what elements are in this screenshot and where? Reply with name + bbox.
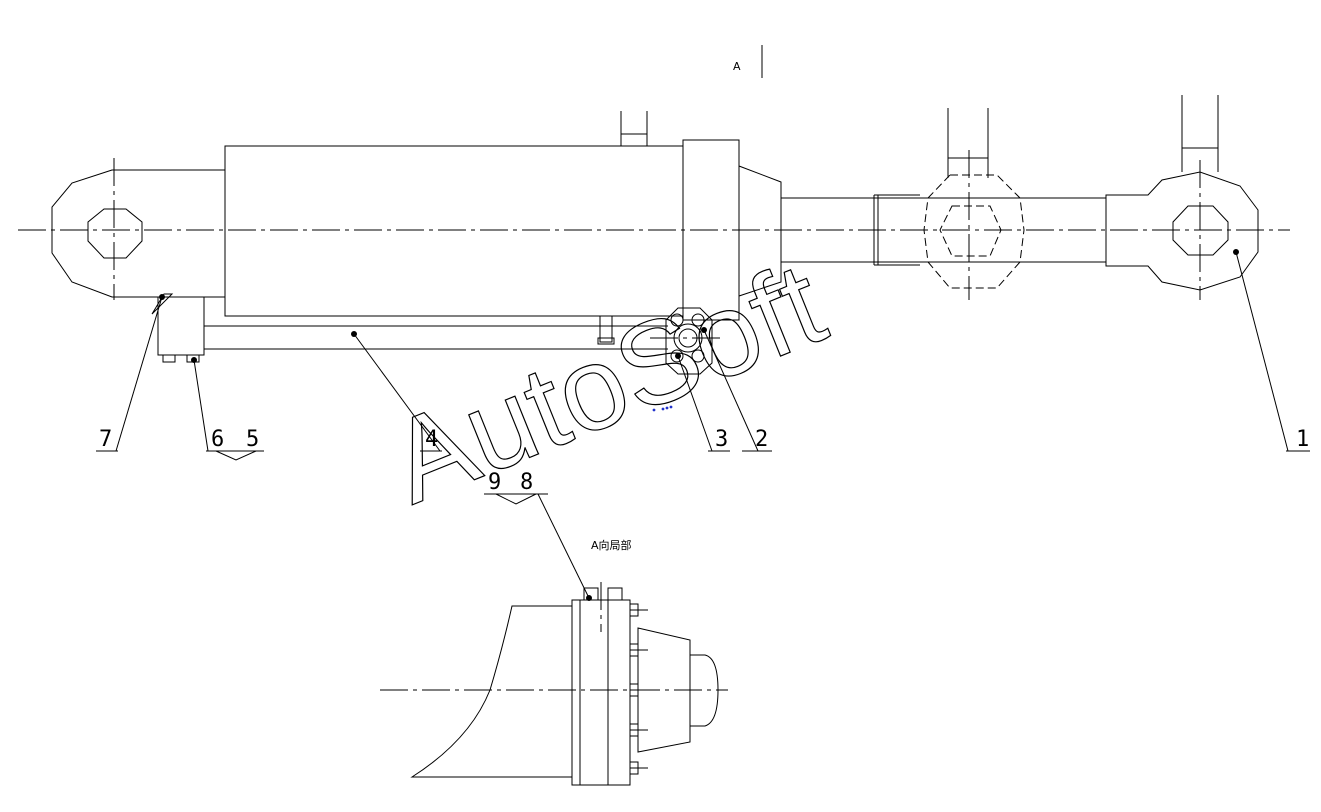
left-clevis-eye	[51, 158, 226, 300]
watermark: AutoSoft	[372, 237, 842, 530]
callout-8: 8	[520, 470, 533, 495]
middle-link	[873, 150, 1025, 300]
callout-4: 4	[425, 427, 438, 452]
watermark-text: AutoSoft	[372, 237, 841, 529]
callout-7: 7	[99, 427, 112, 452]
callout-9: 9	[488, 470, 501, 495]
middle-upper-link	[947, 108, 989, 178]
callout-5: 5	[246, 427, 259, 452]
section-marker-label: A	[733, 60, 741, 73]
right-upper-link	[1181, 95, 1219, 172]
callout-2: 2	[755, 427, 768, 452]
right-rod-eye	[1105, 160, 1259, 300]
leaders	[96, 249, 1310, 601]
top-port	[620, 111, 648, 146]
callout-3: 3	[715, 427, 728, 452]
pipe-assembly	[151, 293, 668, 363]
pipe-flange	[650, 307, 725, 375]
cylinder-barrel	[224, 145, 684, 317]
piston-rod	[781, 197, 1106, 263]
callout-1: 1	[1296, 427, 1309, 452]
detail-view	[380, 582, 728, 786]
gland-nose	[738, 165, 782, 297]
section-marker: A	[733, 45, 763, 78]
callout-6: 6	[211, 427, 224, 452]
detail-view-title: A向局部	[591, 538, 632, 552]
callout-labels: 1 2 3 4 5 6 7 8 9	[99, 427, 1309, 495]
